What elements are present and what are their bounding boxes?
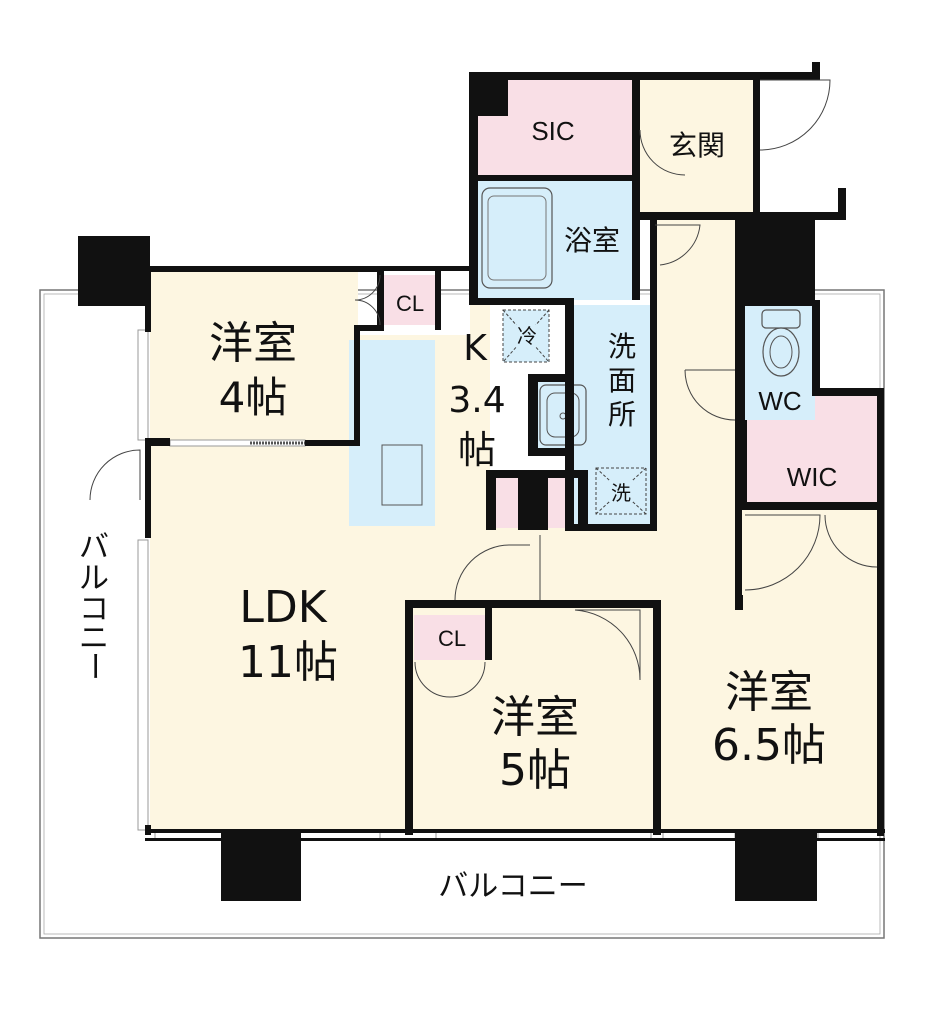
room-name: LDK xyxy=(239,582,327,633)
svg-text:バ: バ xyxy=(79,530,109,565)
room-size-unit: 帖 xyxy=(458,428,496,472)
room-fills xyxy=(150,80,880,830)
toilet-icon xyxy=(761,309,801,377)
room-ldk: LDK 11帖 xyxy=(238,582,338,688)
genkan-floor xyxy=(640,80,760,218)
ldk-floor xyxy=(150,305,540,830)
closet-label-a: CL xyxy=(396,291,424,316)
western65-floor xyxy=(660,510,880,830)
washroom-label-1: 洗 xyxy=(608,330,636,363)
room-name: 洋室 xyxy=(491,692,579,743)
bathtub-icon xyxy=(481,187,553,289)
room-size: 11帖 xyxy=(238,637,338,688)
pillar-left-closet xyxy=(496,478,518,528)
wc-label: WC xyxy=(758,386,801,416)
western4-floor xyxy=(150,272,358,442)
room-size: 4帖 xyxy=(219,373,288,422)
room-size: 6.5帖 xyxy=(712,720,826,771)
sink-island xyxy=(381,444,423,506)
room-western65: 洋室 6.5帖 xyxy=(712,667,826,771)
closet-label-b: CL xyxy=(438,626,466,651)
pillar xyxy=(221,833,301,901)
room-size: 5帖 xyxy=(499,745,571,796)
wic-label: WIC xyxy=(787,462,838,492)
sic-label: SIC xyxy=(531,116,574,146)
pillar xyxy=(735,833,817,901)
door-swings xyxy=(89,79,878,698)
room-kitchen: K 3.4 帖 xyxy=(448,328,505,472)
pillar xyxy=(78,236,150,306)
room-western5: 洋室 5帖 xyxy=(491,692,579,796)
balcony-label-left: バ ル コ ニ ー xyxy=(76,530,111,681)
balcony-label-bottom: バルコニー xyxy=(438,869,587,904)
washroom-label-2: 面 xyxy=(608,364,636,397)
bath-label: 浴室 xyxy=(564,224,620,257)
fridge-icon xyxy=(502,309,550,363)
washer-icon xyxy=(595,467,647,515)
cl-b-floor xyxy=(414,615,490,660)
svg-text:コ: コ xyxy=(79,592,109,627)
room-size-number: 3.4 xyxy=(448,380,505,421)
cl-a-floor xyxy=(383,275,438,325)
washroom-label-3: 所 xyxy=(608,398,636,431)
svg-text:ニ: ニ xyxy=(79,621,109,656)
room-name: K xyxy=(463,328,488,369)
svg-text:ル: ル xyxy=(79,561,109,596)
room-name: 洋室 xyxy=(209,318,297,369)
walls xyxy=(78,62,885,901)
washer-label: 洗 xyxy=(611,481,631,505)
genkan-label: 玄関 xyxy=(669,129,725,162)
washbasin-icon xyxy=(539,384,587,446)
svg-text:ー: ー xyxy=(76,651,111,681)
room-western4: 洋室 4帖 xyxy=(209,318,297,422)
pillar xyxy=(476,78,508,116)
fridge-label: 冷 xyxy=(517,324,537,348)
room-name: 洋室 xyxy=(725,667,813,718)
